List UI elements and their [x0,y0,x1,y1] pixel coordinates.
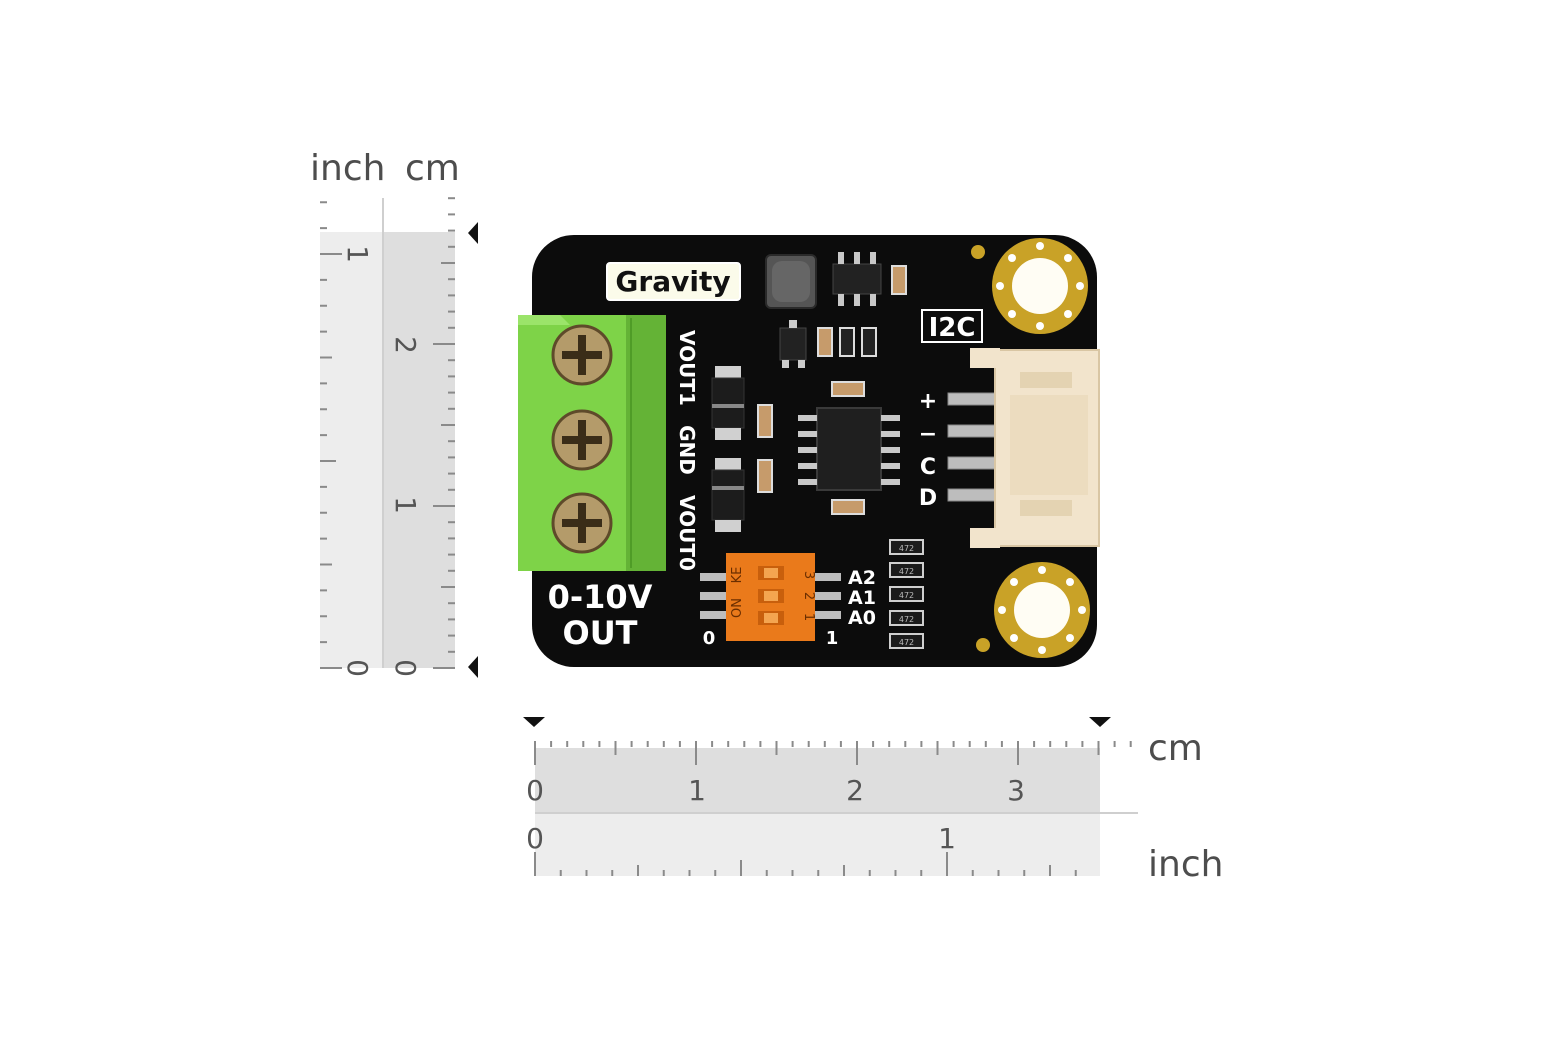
vertical-ruler: 0 1 2 0 1 [320,197,478,678]
vertical-cm-tick-label-2: 2 [389,336,422,354]
pin-label-data: D [919,486,937,511]
resistor [839,327,855,357]
resistor-code: 472 [899,615,914,624]
terminal-label-gnd: GND [675,425,699,475]
capacitor [891,265,907,295]
address-dip-switch: ON KE 3 2 1 [700,553,841,641]
address-label-a2: A2 [848,567,876,589]
output-label: OUT [562,614,637,652]
horizontal-cm-unit-label: cm [1148,728,1203,769]
i2c-connector [947,348,1100,548]
vertical-inch-tick-label-1: 1 [341,245,374,263]
fiducial [971,245,985,259]
brand-label: Gravity [615,265,730,298]
address-label-a0: A0 [848,607,876,629]
switch-high-label: 1 [826,628,839,649]
vertical-inch-unit-label: inch [310,148,386,189]
terminal-label-vout0: VOUT0 [675,495,699,571]
terminal-screw [551,324,613,386]
diode [711,366,745,440]
resistor-array: 472 472 472 472 472 [889,539,924,649]
capacitor [817,327,833,357]
resistor-code: 472 [899,544,914,553]
capacitor [757,459,773,493]
horizontal-right-marker-icon [1089,717,1111,727]
pin-label-plus: + [919,389,937,414]
horizontal-inch-unit-label: inch [1148,844,1224,885]
resistor-code: 472 [899,638,914,647]
vertical-cm-unit-label: cm [405,148,460,189]
vertical-top-marker-icon [468,222,478,244]
terminal-label-vout1: VOUT1 [675,330,699,406]
mount-hole-bottom [994,562,1090,658]
horizontal-inch-tick-label-0: 0 [526,822,544,855]
vertical-cm-tick-label-1: 1 [389,496,422,514]
switch-position-1: 1 [801,613,816,621]
vertical-bottom-marker-icon [468,656,478,678]
vertical-cm-tick-label-0: 0 [389,659,422,677]
switch-position-2: 2 [801,592,816,600]
resistor-code: 472 [899,567,914,576]
resistor-code: 472 [899,591,914,600]
terminal-screw [551,409,613,471]
address-label-a1: A1 [848,587,876,609]
transistor [779,320,807,368]
fiducial [976,638,990,652]
dac-ic [798,407,900,491]
terminal-screw [551,492,613,554]
bus-label: I2C [929,313,976,343]
pin-label-minus: − [919,422,937,447]
regulator-chip [832,252,882,306]
switch-brand-mark: KE [730,567,745,584]
output-range-label: 0-10V [548,578,653,616]
mount-hole-top [992,238,1088,334]
horizontal-cm-tick-label-0: 0 [526,774,544,807]
screw-terminal [518,315,666,571]
switch-on-mark: ON [730,598,745,618]
horizontal-ruler: 0 1 2 3 0 1 [523,717,1138,876]
dac-module-board: Gravity I2C [518,235,1100,667]
vertical-inch-tick-label-0: 0 [341,659,374,677]
horizontal-inch-tick-label-1: 1 [938,822,956,855]
resistor [861,327,877,357]
switch-low-label: 0 [703,628,716,649]
capacitor [831,499,865,515]
pin-label-clock: C [920,455,936,480]
horizontal-cm-tick-label-3: 3 [1007,774,1025,807]
horizontal-cm-tick-label-1: 1 [688,774,706,807]
diode [711,458,745,532]
capacitor [831,381,865,397]
horizontal-left-marker-icon [523,717,545,727]
gravity-logo [606,262,741,301]
switch-position-3: 3 [801,571,816,579]
horizontal-cm-tick-label-2: 2 [846,774,864,807]
capacitor [757,404,773,438]
i2c-box [921,309,983,343]
